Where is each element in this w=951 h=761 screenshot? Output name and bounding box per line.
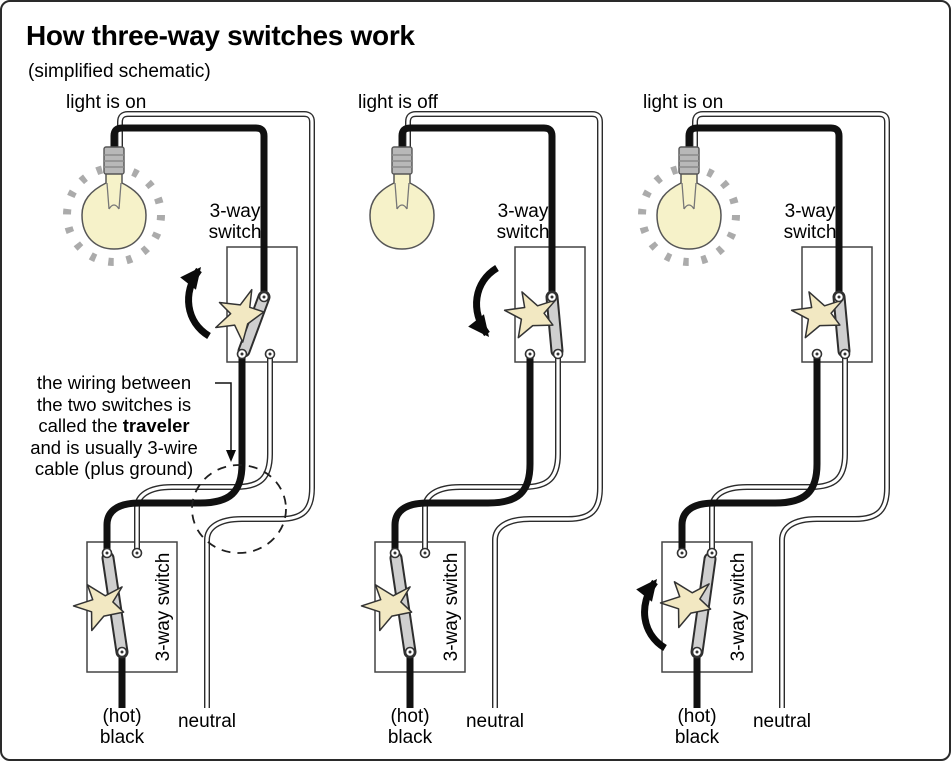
panel-1-art xyxy=(63,111,315,708)
hot-wire-top xyxy=(110,124,268,295)
switch-contact xyxy=(116,646,128,658)
panel2-status-label: light is off xyxy=(358,92,438,113)
switch-contact xyxy=(264,348,276,360)
annotation-line-4: and is usually 3-wire xyxy=(30,436,198,458)
switch-contact xyxy=(258,291,270,303)
panel3-lower-switch-label: 3-way switch xyxy=(728,552,749,662)
toggle-arrowhead-icon xyxy=(636,579,657,602)
upper-switch-blade xyxy=(239,292,269,356)
toggle-arrowhead-icon xyxy=(468,314,489,337)
annotation-pointer-arrowhead xyxy=(226,450,236,462)
upper-switch-blade xyxy=(547,292,562,356)
switch-contact xyxy=(131,547,143,559)
traveler-annotation: the wiring between the two switches is c… xyxy=(14,372,214,480)
panel-3-art xyxy=(636,111,890,708)
light-rays-icon xyxy=(63,164,165,266)
panel3-upper-switch-label: 3-way switch xyxy=(783,201,837,243)
panel1-status-label: light is on xyxy=(66,92,147,113)
panel2-neutral-label: neutral xyxy=(465,711,525,732)
switch-contact xyxy=(524,348,536,360)
subtitle: (simplified schematic) xyxy=(28,61,211,82)
switch-contact xyxy=(101,547,113,559)
switch-contact xyxy=(404,646,416,658)
panel2-upper-switch-label: 3-way switch xyxy=(496,201,550,243)
panel3-hot-black-label: (hot) black xyxy=(674,706,720,748)
switch-contact xyxy=(839,348,851,360)
switch-contact xyxy=(706,547,718,559)
switch-contact xyxy=(389,547,401,559)
annotation-line-3: called the traveler xyxy=(38,415,190,436)
switch-contact xyxy=(236,348,248,360)
hot-traveler-wire xyxy=(103,356,246,551)
switch-contact xyxy=(811,348,823,360)
panel-2-art xyxy=(355,111,603,708)
hot-wire-top xyxy=(398,124,556,295)
panel1-upper-switch-label: 3-way switch xyxy=(208,201,262,243)
switch-contact xyxy=(546,291,558,303)
switch-contact xyxy=(419,547,431,559)
switch-contact xyxy=(691,646,703,658)
upper-switch-blade xyxy=(834,292,849,356)
annotation-pointer-line xyxy=(215,382,232,450)
bulb-icon xyxy=(656,146,722,250)
hot-traveler-wire xyxy=(678,356,821,551)
panel1-hot-black-label: (hot) black xyxy=(99,706,145,748)
switch-contact xyxy=(676,547,688,559)
hot-wire-top xyxy=(685,124,843,295)
switch-contact xyxy=(833,291,845,303)
annotation-line-1: the wiring between xyxy=(36,372,192,393)
page-title: How three-way switches work xyxy=(26,20,415,51)
annotation-line-2: the two switches is xyxy=(36,393,192,415)
panel2-lower-switch-label: 3-way switch xyxy=(441,552,462,662)
light-rays-icon xyxy=(638,164,740,266)
bulb-icon xyxy=(369,146,435,250)
hot-traveler-wire xyxy=(391,356,534,551)
traveler-highlight-circle xyxy=(191,464,287,554)
annotation-line-5: cable (plus ground) xyxy=(34,458,194,479)
panel2-hot-black-label: (hot) black xyxy=(387,706,433,748)
toggle-arrowhead-icon xyxy=(180,267,201,290)
panel1-lower-switch-label: 3-way switch xyxy=(153,552,174,662)
panel1-neutral-label: neutral xyxy=(177,711,237,732)
bulb-icon xyxy=(81,146,147,250)
switch-contact xyxy=(552,348,564,360)
panel3-neutral-label: neutral xyxy=(752,711,812,732)
panel3-status-label: light is on xyxy=(643,92,724,113)
